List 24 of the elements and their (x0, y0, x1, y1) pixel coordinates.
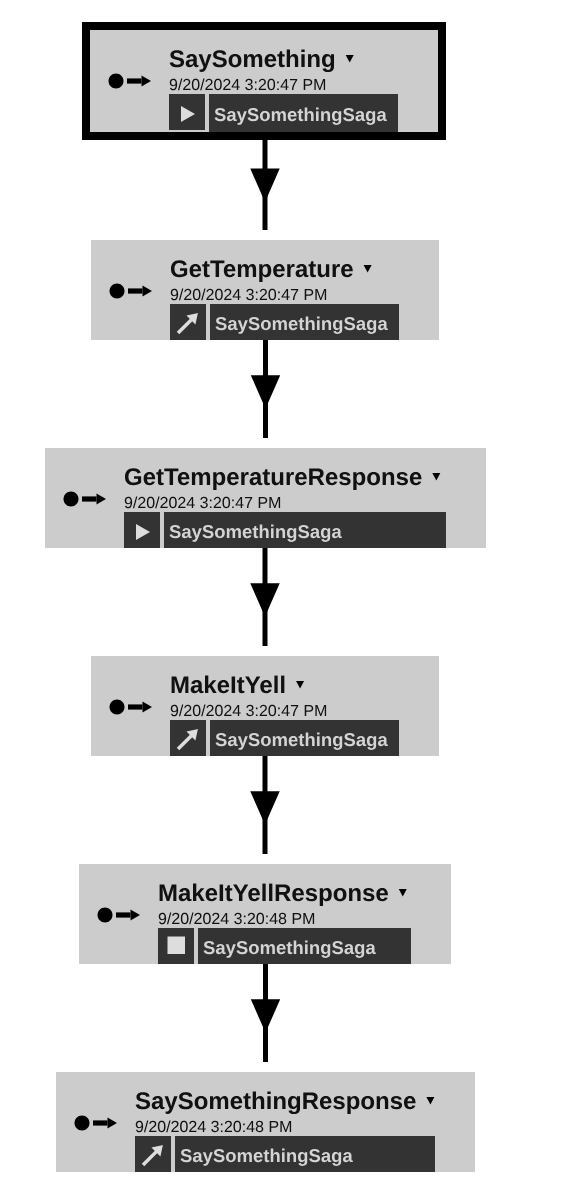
saga-tag: SaySomethingSaga (198, 928, 411, 964)
saga-tag: SaySomethingSaga (175, 1136, 435, 1172)
message-box (79, 864, 451, 964)
timestamp: 9/20/2024 3:20:47 PM (124, 496, 281, 509)
saga-tag: SaySomethingSaga (210, 304, 399, 340)
message-title: SaySomethingResponse (135, 1091, 416, 1115)
message-title: SaySomething (169, 49, 335, 73)
message-title: GetTemperatureResponse (125, 468, 422, 490)
message-box (56, 1072, 475, 1172)
saga-tag: SaySomethingSaga (209, 94, 398, 132)
message-box (45, 448, 486, 548)
message-box (91, 656, 439, 756)
message-title: MakeItYellResponse (159, 883, 388, 906)
timestamp: 9/20/2024 3:20:47 PM (169, 78, 326, 91)
message-box (82, 22, 446, 140)
saga-tag: SaySomethingSaga (164, 512, 446, 548)
timestamp: 9/20/2024 3:20:48 PM (158, 912, 315, 925)
timestamp: 9/20/2024 3:20:47 PM (170, 288, 327, 301)
saga-tag: SaySomethingSaga (210, 720, 399, 756)
message-title: GetTemperature (171, 260, 353, 282)
timestamp: 9/20/2024 3:20:48 PM (135, 1120, 292, 1133)
timestamp: 9/20/2024 3:20:47 PM (170, 704, 327, 717)
message-box (91, 240, 439, 340)
message-title: MakeItYell (171, 675, 285, 694)
